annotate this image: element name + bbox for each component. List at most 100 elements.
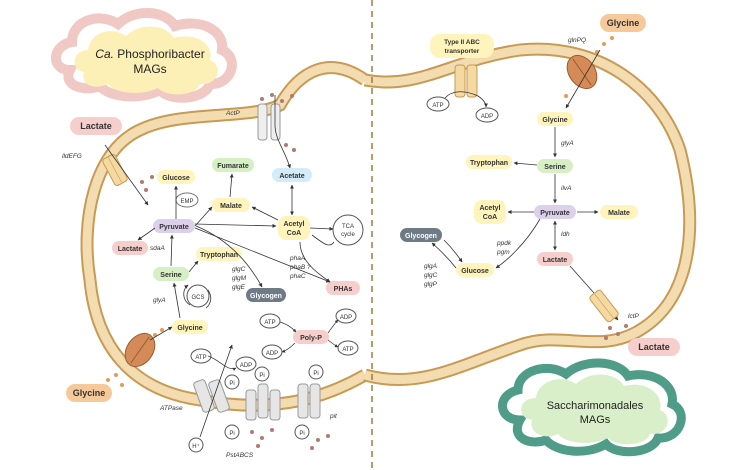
node-polyp: Poly-P bbox=[293, 330, 329, 344]
right-cell-label: Saccharimonadales MAGs bbox=[498, 358, 686, 457]
adp-abc: ADP bbox=[475, 107, 499, 123]
right-external-glycine: Glycine bbox=[600, 14, 646, 32]
atpase-transporter bbox=[193, 379, 230, 413]
svg-text:Poly-P: Poly-P bbox=[300, 335, 322, 342]
svg-text:Pi: Pi bbox=[313, 371, 318, 377]
r-gene-glgP: glgP bbox=[424, 281, 438, 288]
svg-text:Type II ABC: Type II ABC bbox=[444, 39, 480, 46]
gene-lctP: lctP bbox=[628, 313, 640, 320]
node-phas: PHAs bbox=[326, 281, 360, 295]
svg-text:Glycine: Glycine bbox=[542, 117, 567, 124]
left-cell-title: Ca. Phosphoribacter bbox=[95, 47, 204, 61]
glnPQ-transporter bbox=[566, 54, 598, 90]
svg-text:transporter: transporter bbox=[445, 48, 480, 55]
svg-text:Tryptophan: Tryptophan bbox=[200, 252, 238, 259]
gene-phaB: phaB ? bbox=[289, 264, 311, 271]
r-gene-glyA: glyA bbox=[561, 140, 574, 147]
node-glucose: Glucose bbox=[157, 170, 195, 184]
left-external-lactate: Lactate bbox=[70, 117, 122, 135]
node-tca-cycle: TCA cycle bbox=[332, 214, 364, 246]
svg-text:cycle: cycle bbox=[341, 232, 355, 238]
svg-text:Pi: Pi bbox=[299, 431, 304, 437]
svg-text:Tryptophan: Tryptophan bbox=[470, 160, 508, 167]
ActP-transporter bbox=[257, 103, 281, 141]
left-external-glycine: Glycine bbox=[66, 384, 112, 402]
gene-glnPQ: glnPQ bbox=[568, 37, 586, 44]
r-node-serine: Serine bbox=[537, 159, 573, 173]
gene-phaC: phaC bbox=[289, 273, 306, 280]
r-gene-ilvA: ilvA bbox=[561, 185, 571, 192]
svg-text:Glucose: Glucose bbox=[461, 268, 489, 275]
svg-text:Glycogen: Glycogen bbox=[405, 233, 437, 240]
svg-text:Pi: Pi bbox=[229, 381, 234, 387]
svg-text:ATP: ATP bbox=[264, 320, 275, 326]
right-pathway-arrows bbox=[431, 127, 619, 321]
gene-ATPase: ATPase bbox=[159, 405, 183, 412]
gene-phaA: phaA bbox=[289, 255, 305, 262]
r-node-glucose: Glucose bbox=[456, 263, 494, 277]
gene-glyA: glyA bbox=[153, 297, 166, 304]
pit-transporter bbox=[297, 383, 321, 419]
svg-text:Glycogen: Glycogen bbox=[250, 293, 282, 300]
r-node-glycogen: Glycogen bbox=[400, 228, 442, 242]
gene-ActP: ActP bbox=[225, 110, 240, 117]
atp-atpase: ATP bbox=[190, 348, 212, 364]
left-pathway-arrows bbox=[137, 173, 335, 319]
lctP-transporter bbox=[589, 289, 619, 323]
node-glycogen: Glycogen bbox=[246, 288, 286, 302]
svg-text:Fumarate: Fumarate bbox=[217, 163, 249, 170]
pi-pit-bottom: Pi bbox=[294, 424, 310, 440]
node-emp: EMP bbox=[175, 192, 199, 208]
node-malate: Malate bbox=[212, 198, 250, 212]
r-node-lactate: Lactate bbox=[537, 252, 573, 266]
svg-text:Lactate: Lactate bbox=[118, 246, 143, 253]
right-cell-title: Saccharimonadales bbox=[547, 400, 644, 412]
right-external-lactate: Lactate bbox=[628, 338, 680, 356]
svg-text:CoA: CoA bbox=[483, 214, 497, 221]
gene-sdaA: sdaA bbox=[150, 245, 165, 252]
svg-text:Serine: Serine bbox=[160, 272, 182, 279]
svg-text:ADP: ADP bbox=[266, 351, 278, 357]
svg-text:Serine: Serine bbox=[544, 164, 566, 171]
r-gene-ppdk: ppdk bbox=[496, 240, 512, 247]
svg-text:Acetyl: Acetyl bbox=[283, 221, 304, 228]
pi-atpase: Pi bbox=[224, 374, 240, 390]
gene-lldEFG: lldEFG bbox=[62, 153, 82, 160]
abc-transporter-title: Type II ABC transporter bbox=[430, 34, 494, 58]
abc-transporter bbox=[454, 64, 478, 98]
svg-text:ADP: ADP bbox=[340, 315, 352, 321]
node-acetyl-coa: Acetyl CoA bbox=[278, 216, 310, 240]
svg-text:EMP: EMP bbox=[180, 199, 193, 205]
svg-text:PHAs: PHAs bbox=[334, 286, 353, 293]
svg-text:ATP: ATP bbox=[195, 355, 206, 361]
r-gene-ldh: ldh bbox=[561, 231, 570, 238]
atp-abc: ATP bbox=[426, 96, 450, 112]
actp-arrow bbox=[274, 124, 291, 169]
adp-polyp-top: ADP bbox=[335, 308, 357, 324]
gene-glgM: glgM bbox=[232, 275, 247, 282]
r-gene-pgm: pgm bbox=[496, 249, 510, 256]
gene-glgC: glgC bbox=[232, 266, 246, 273]
svg-text:Malate: Malate bbox=[608, 210, 630, 217]
adp-atpase: ADP bbox=[235, 356, 257, 372]
node-serine: Serine bbox=[153, 267, 189, 281]
h-proton: H⁺ bbox=[188, 437, 204, 453]
svg-text:Lactate: Lactate bbox=[543, 257, 568, 264]
node-gcs: GCS bbox=[186, 284, 210, 308]
pi-pst-bottom: Pi bbox=[224, 424, 240, 440]
node-lactate: Lactate bbox=[112, 241, 148, 255]
r-node-tryptophan: Tryptophan bbox=[466, 155, 512, 169]
r-node-glycine: Glycine bbox=[537, 112, 573, 126]
pi-pst-top: Pi bbox=[254, 366, 270, 382]
node-glycine: Glycine bbox=[172, 320, 208, 334]
r-node-acetyl-coa: Acetyl CoA bbox=[474, 200, 506, 224]
left-glycine-transporter bbox=[124, 332, 156, 368]
svg-text:Glucose: Glucose bbox=[162, 175, 190, 182]
svg-text:GCS: GCS bbox=[191, 295, 204, 301]
left-cell-label: Ca. Phosphoribacter MAGs bbox=[51, 7, 237, 103]
right-cell-title-line2: MAGs bbox=[580, 414, 611, 426]
r-node-malate: Malate bbox=[600, 205, 638, 219]
svg-text:Malate: Malate bbox=[220, 203, 242, 210]
gene-PstABCS: PstABCS bbox=[226, 452, 254, 459]
node-acetate: Acetate bbox=[272, 168, 312, 182]
